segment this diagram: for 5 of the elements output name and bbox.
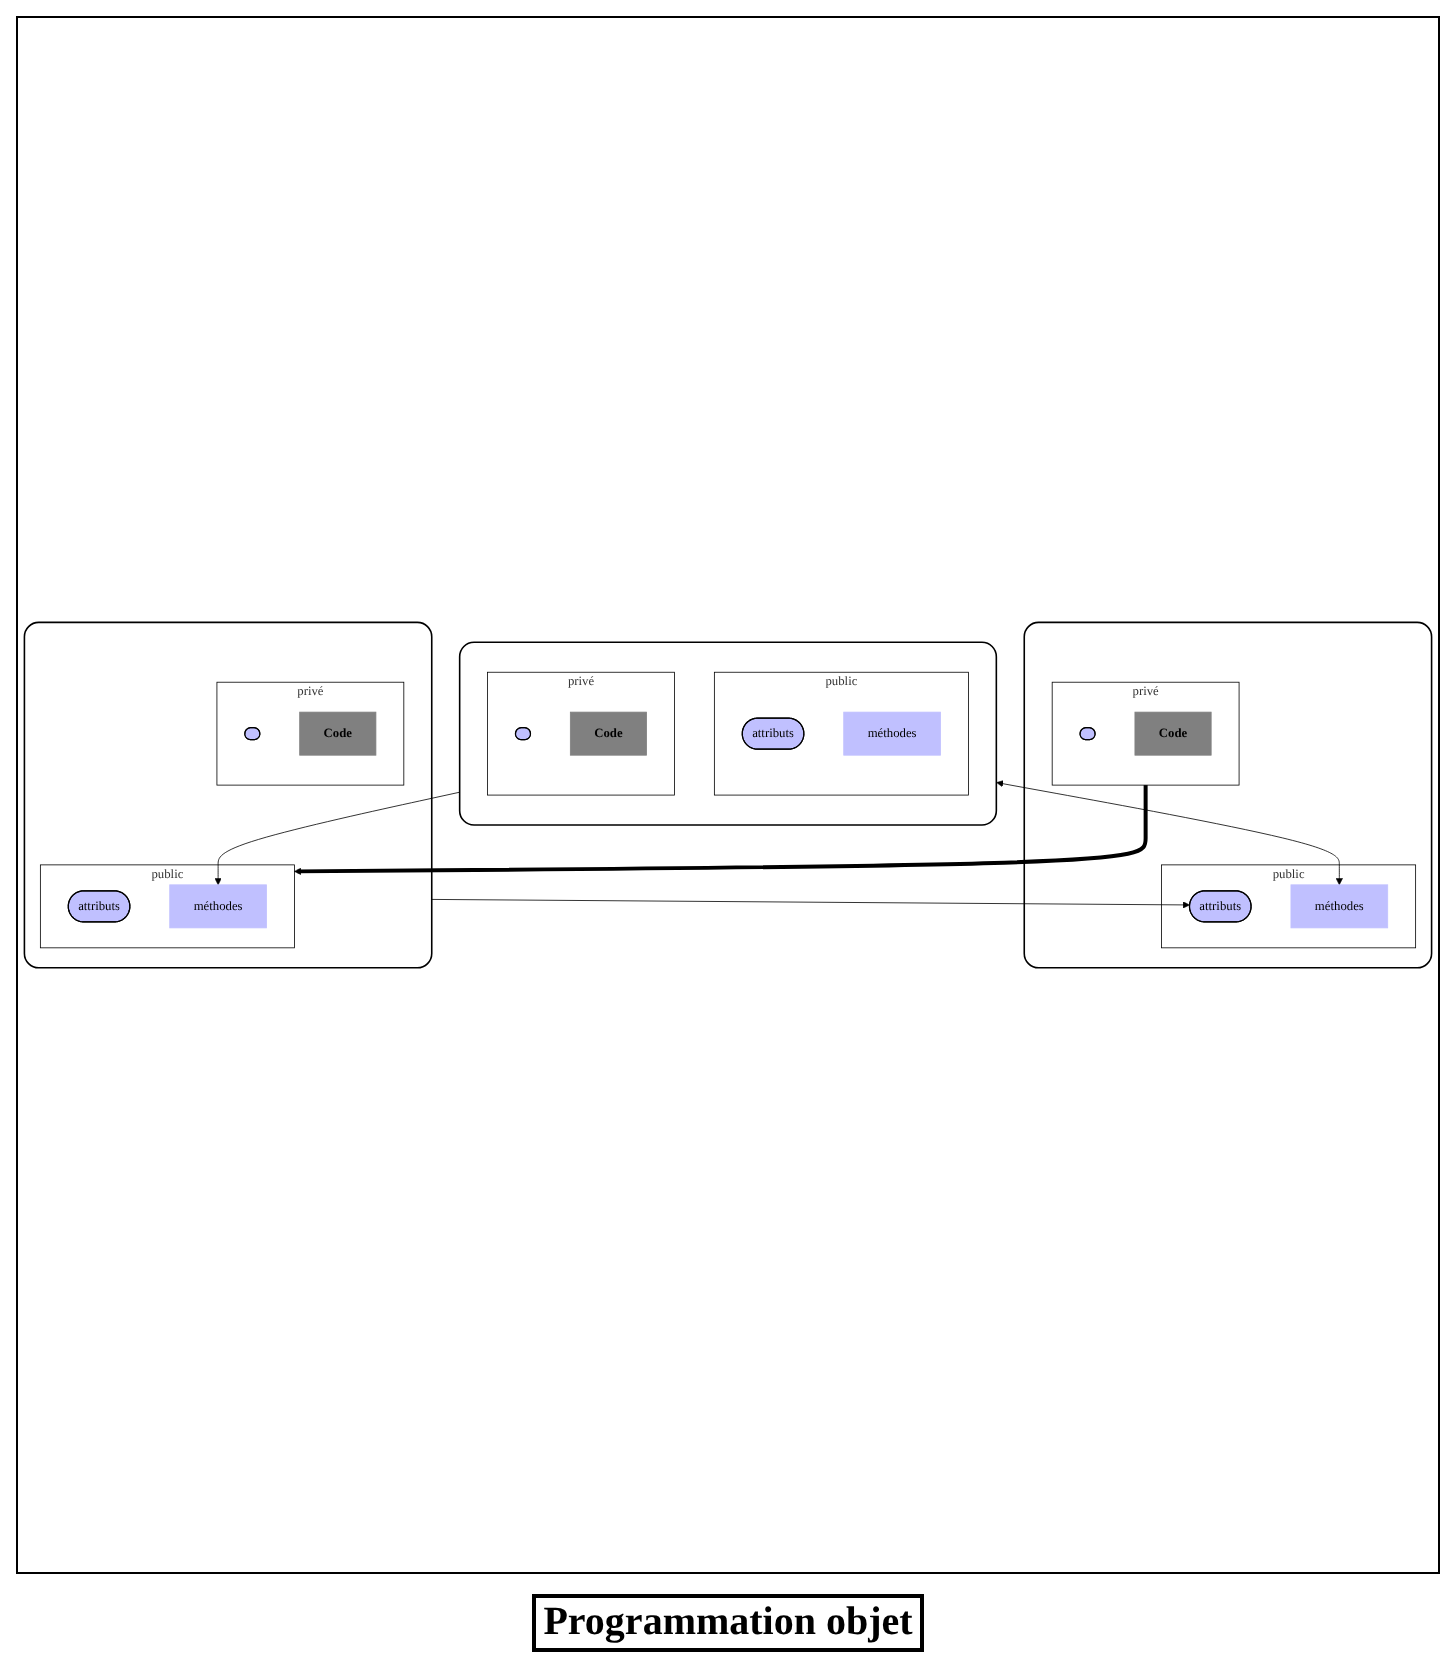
caption: Programmation objet — [531, 1594, 925, 1652]
cluster — [458, 641, 998, 826]
arrow — [294, 785, 1148, 875]
cluster — [23, 621, 433, 969]
cluster — [1023, 621, 1433, 969]
